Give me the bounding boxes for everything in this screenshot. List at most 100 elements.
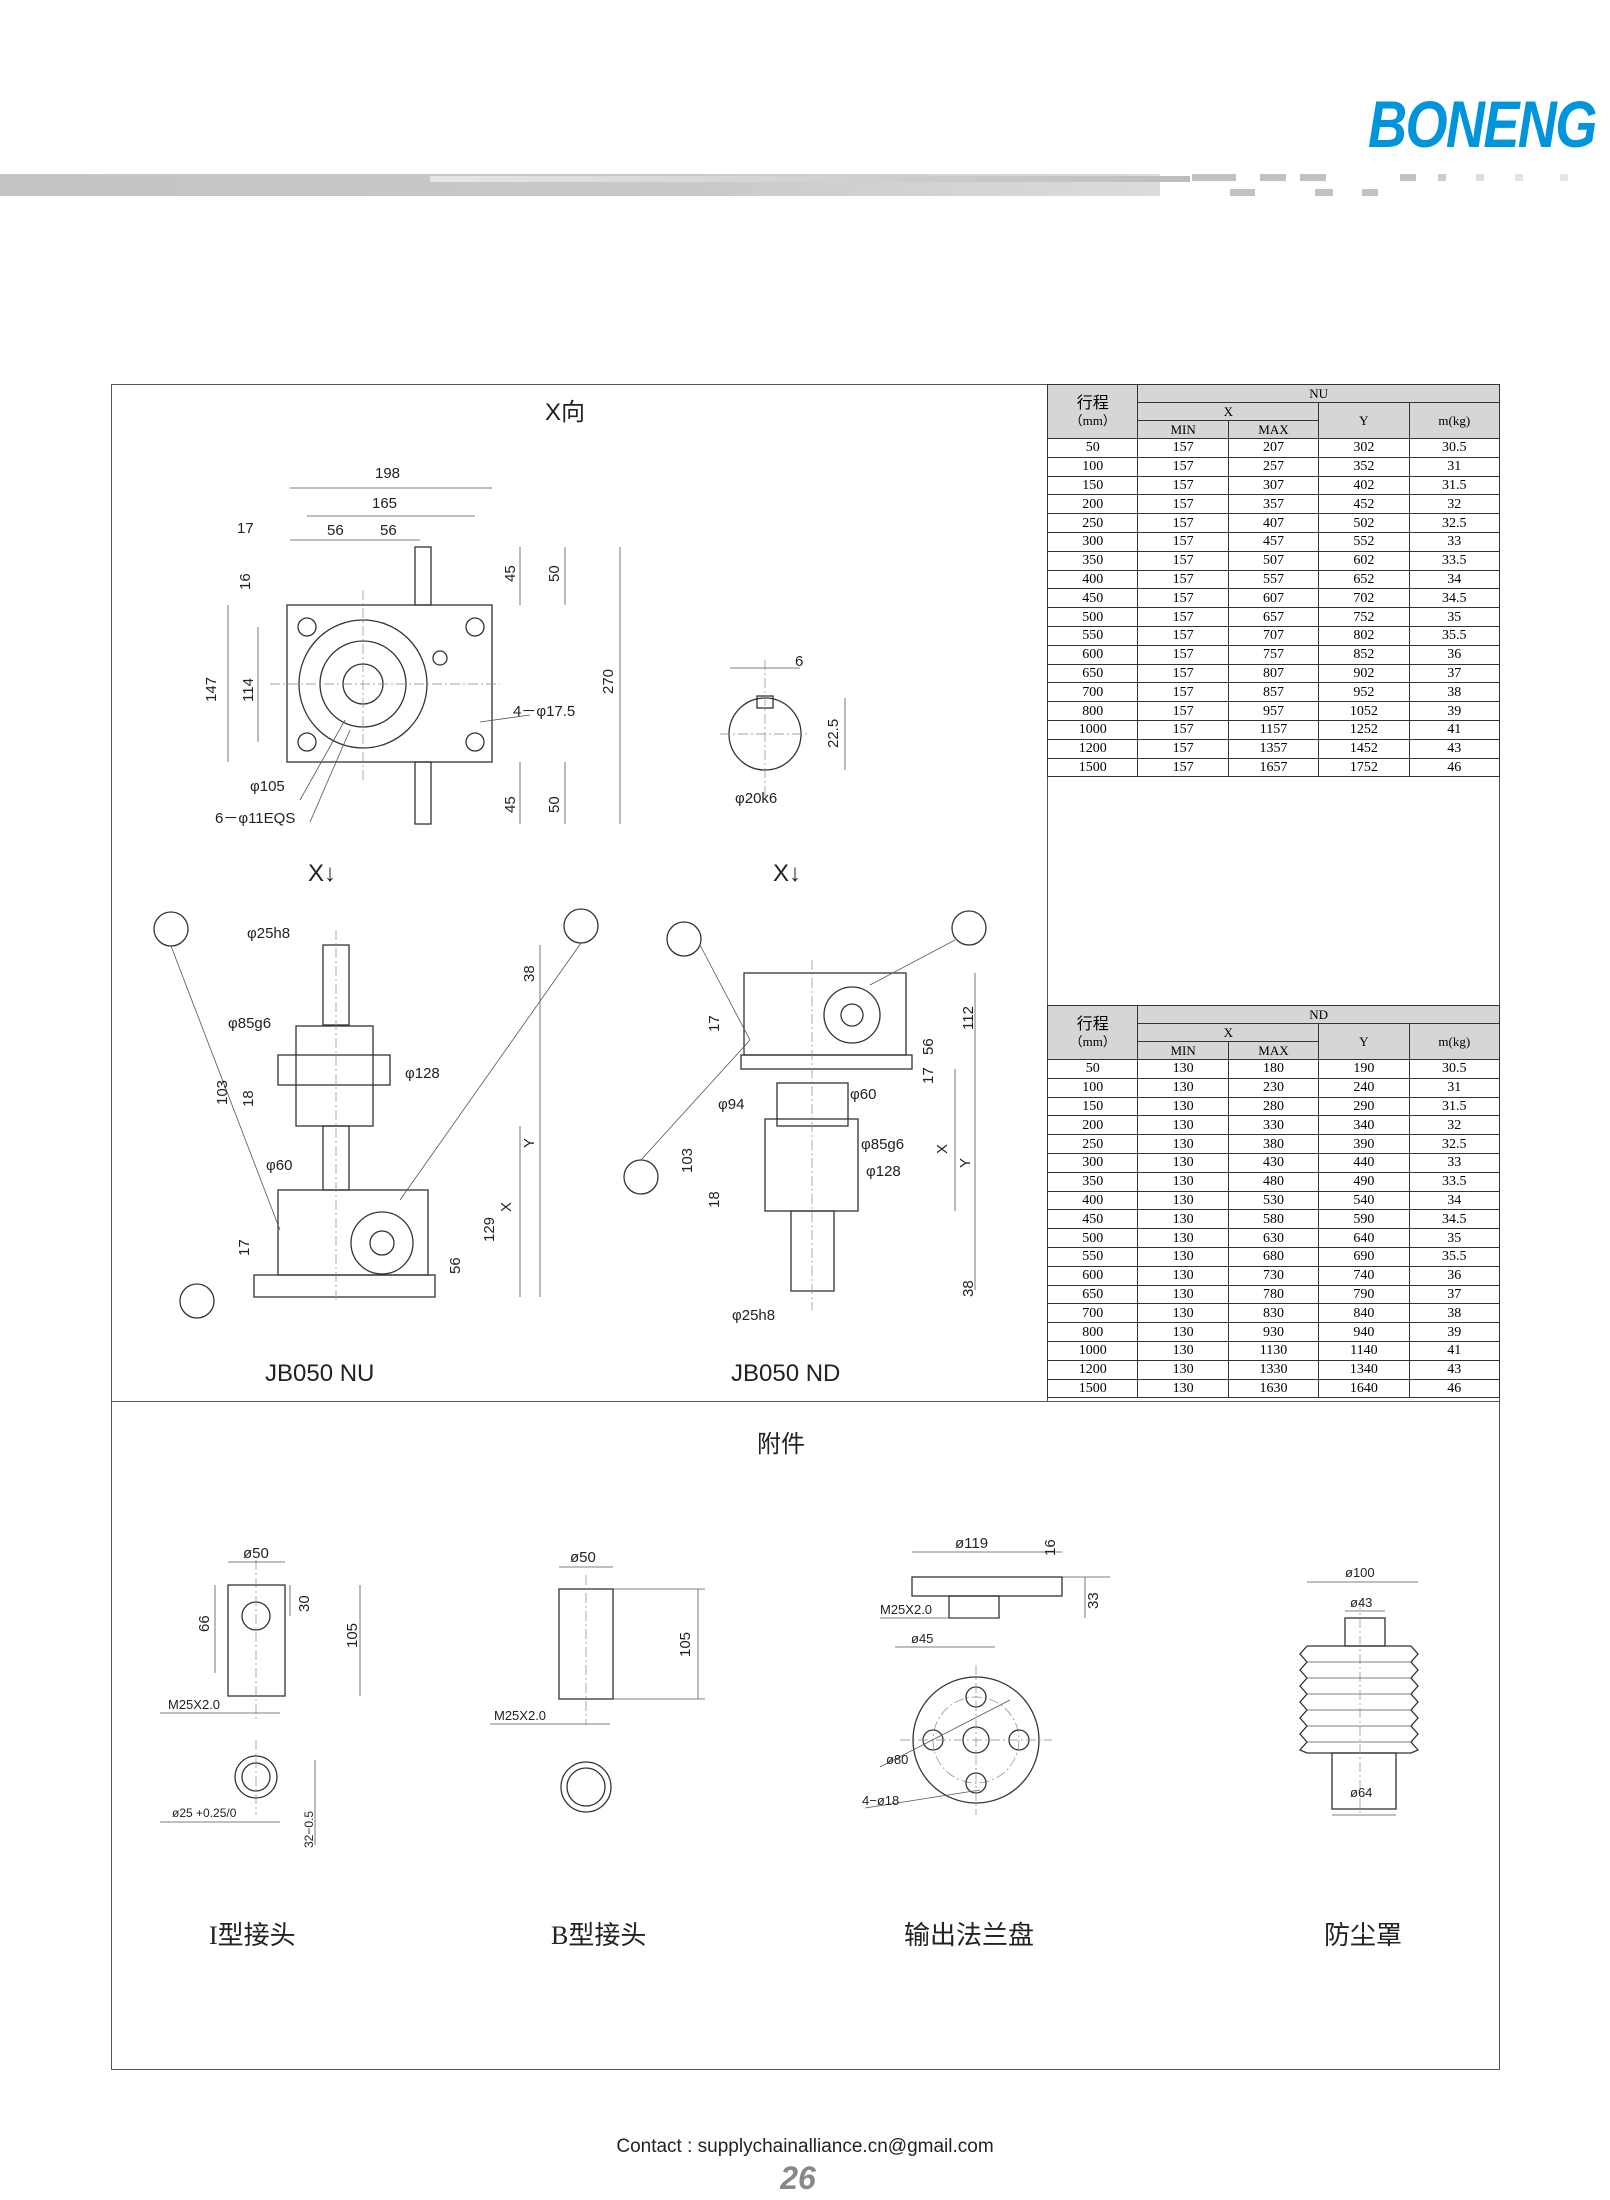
output-flange-drawing: ø119 16 33 M25X2.0 ø45 ø80 4−ø18 输出法兰盘: [862, 1535, 1110, 1950]
table-cell: 130: [1137, 1115, 1229, 1136]
dim-label: 114: [240, 678, 257, 702]
divider: [111, 1401, 1500, 1402]
dim-label: φ25h8: [732, 1307, 775, 1324]
dim-label: 198: [375, 465, 400, 482]
table-cell: 940: [1318, 1322, 1410, 1342]
table-cell: 1500: [1046, 757, 1139, 778]
dim-label: 4−ø18: [862, 1793, 899, 1808]
table-cell: 130: [1137, 1284, 1229, 1305]
table-cell: 31: [1408, 456, 1501, 477]
dim-label: 103: [679, 1148, 696, 1173]
dim-label: 45: [502, 796, 519, 813]
header-dash: [1315, 189, 1333, 196]
table-cell: 200: [1046, 1115, 1139, 1136]
header-dash: [1260, 174, 1286, 181]
dim-label: 16: [237, 573, 254, 590]
table-cell: 30.5: [1408, 1059, 1501, 1079]
header-dash: [1192, 174, 1236, 181]
dim-label: φ60: [850, 1086, 876, 1103]
dim-label: φ20k6: [735, 790, 777, 807]
mass-header: m(kg): [1408, 402, 1501, 439]
table-cell: 802: [1318, 625, 1410, 646]
flange-caption: 输出法兰盘: [904, 1921, 1034, 1950]
dim-label: 45: [502, 565, 519, 582]
dim-label: 270: [600, 669, 617, 694]
table-cell: 32.5: [1408, 513, 1501, 533]
table-cell: 1340: [1318, 1359, 1410, 1380]
dim-label: 16: [1042, 1539, 1059, 1556]
dim-label: 147: [203, 677, 220, 702]
table-cell: 830: [1227, 1303, 1320, 1324]
dim-label: 105: [344, 1623, 361, 1648]
table-cell: 330: [1227, 1115, 1320, 1136]
table-cell: 640: [1318, 1228, 1410, 1248]
dim-label: 17: [706, 1015, 723, 1032]
dim-label: 165: [372, 495, 397, 512]
dim-label: Y: [521, 1138, 538, 1148]
table-cell: 757: [1227, 644, 1320, 665]
table-cell: 530: [1227, 1190, 1320, 1211]
x-min-header: MIN: [1137, 420, 1229, 439]
table-cell: 390: [1318, 1134, 1410, 1154]
table-cell: 1630: [1227, 1378, 1320, 1399]
dim-label: X: [498, 1202, 515, 1212]
dim-label: φ128: [405, 1065, 440, 1082]
dim-label: ø100: [1345, 1565, 1375, 1580]
table-cell: 1752: [1318, 757, 1410, 778]
dim-label: 66: [196, 1615, 213, 1632]
nu-title: JB050 NU: [265, 1360, 374, 1387]
dim-label: 6: [795, 653, 803, 670]
dim-label: 56: [380, 522, 397, 539]
dim-label: 18: [240, 1090, 257, 1107]
dim-label: ø119: [955, 1535, 988, 1552]
dim-label: 56: [447, 1257, 464, 1274]
group-header: NU: [1137, 384, 1500, 403]
dim-label: 18: [706, 1191, 723, 1208]
brand-logo: BONENG: [1368, 87, 1597, 161]
dim-label: 103: [214, 1080, 231, 1105]
stroke-header: 行程（mm）: [1046, 384, 1139, 439]
dim-label: 50: [546, 565, 563, 582]
b-joint-drawing: ø50 105 M25X2.0 B型接头: [490, 1549, 705, 1950]
dim-label: ø80: [886, 1752, 908, 1767]
table-cell: 130: [1137, 1246, 1229, 1267]
x-min-header: MIN: [1137, 1041, 1229, 1060]
dim-label: φ128: [866, 1163, 901, 1180]
dim-label: M25X2.0: [494, 1708, 546, 1723]
dim-label: 112: [960, 1006, 977, 1030]
y-header: Y: [1318, 1023, 1410, 1060]
dim-label: 38: [960, 1280, 977, 1297]
table-cell: 157: [1137, 625, 1229, 646]
table-cell: 380: [1227, 1134, 1320, 1154]
i-joint-caption: I型接头: [209, 1921, 296, 1950]
x-max-header: MAX: [1227, 420, 1320, 439]
table-cell: 480: [1227, 1171, 1320, 1192]
table-cell: 807: [1227, 663, 1320, 684]
table-cell: 1130: [1227, 1340, 1320, 1361]
dim-label: M25X2.0: [880, 1602, 932, 1617]
table-cell: 857: [1227, 682, 1320, 703]
table-cell: 46: [1408, 757, 1501, 778]
footer-contact: Contact : supplychainalliance.cn@gmail.c…: [616, 2136, 994, 2157]
dim-label: 17: [236, 1239, 253, 1256]
table-cell: 46: [1408, 1378, 1501, 1399]
header-dash: [1515, 174, 1523, 181]
view-arrow-label: X↓: [773, 860, 801, 887]
b-joint-caption: B型接头: [551, 1921, 646, 1950]
dim-label: φ85g6: [861, 1136, 904, 1153]
table-cell: 280: [1227, 1096, 1320, 1117]
dim-label: 105: [677, 1632, 694, 1657]
